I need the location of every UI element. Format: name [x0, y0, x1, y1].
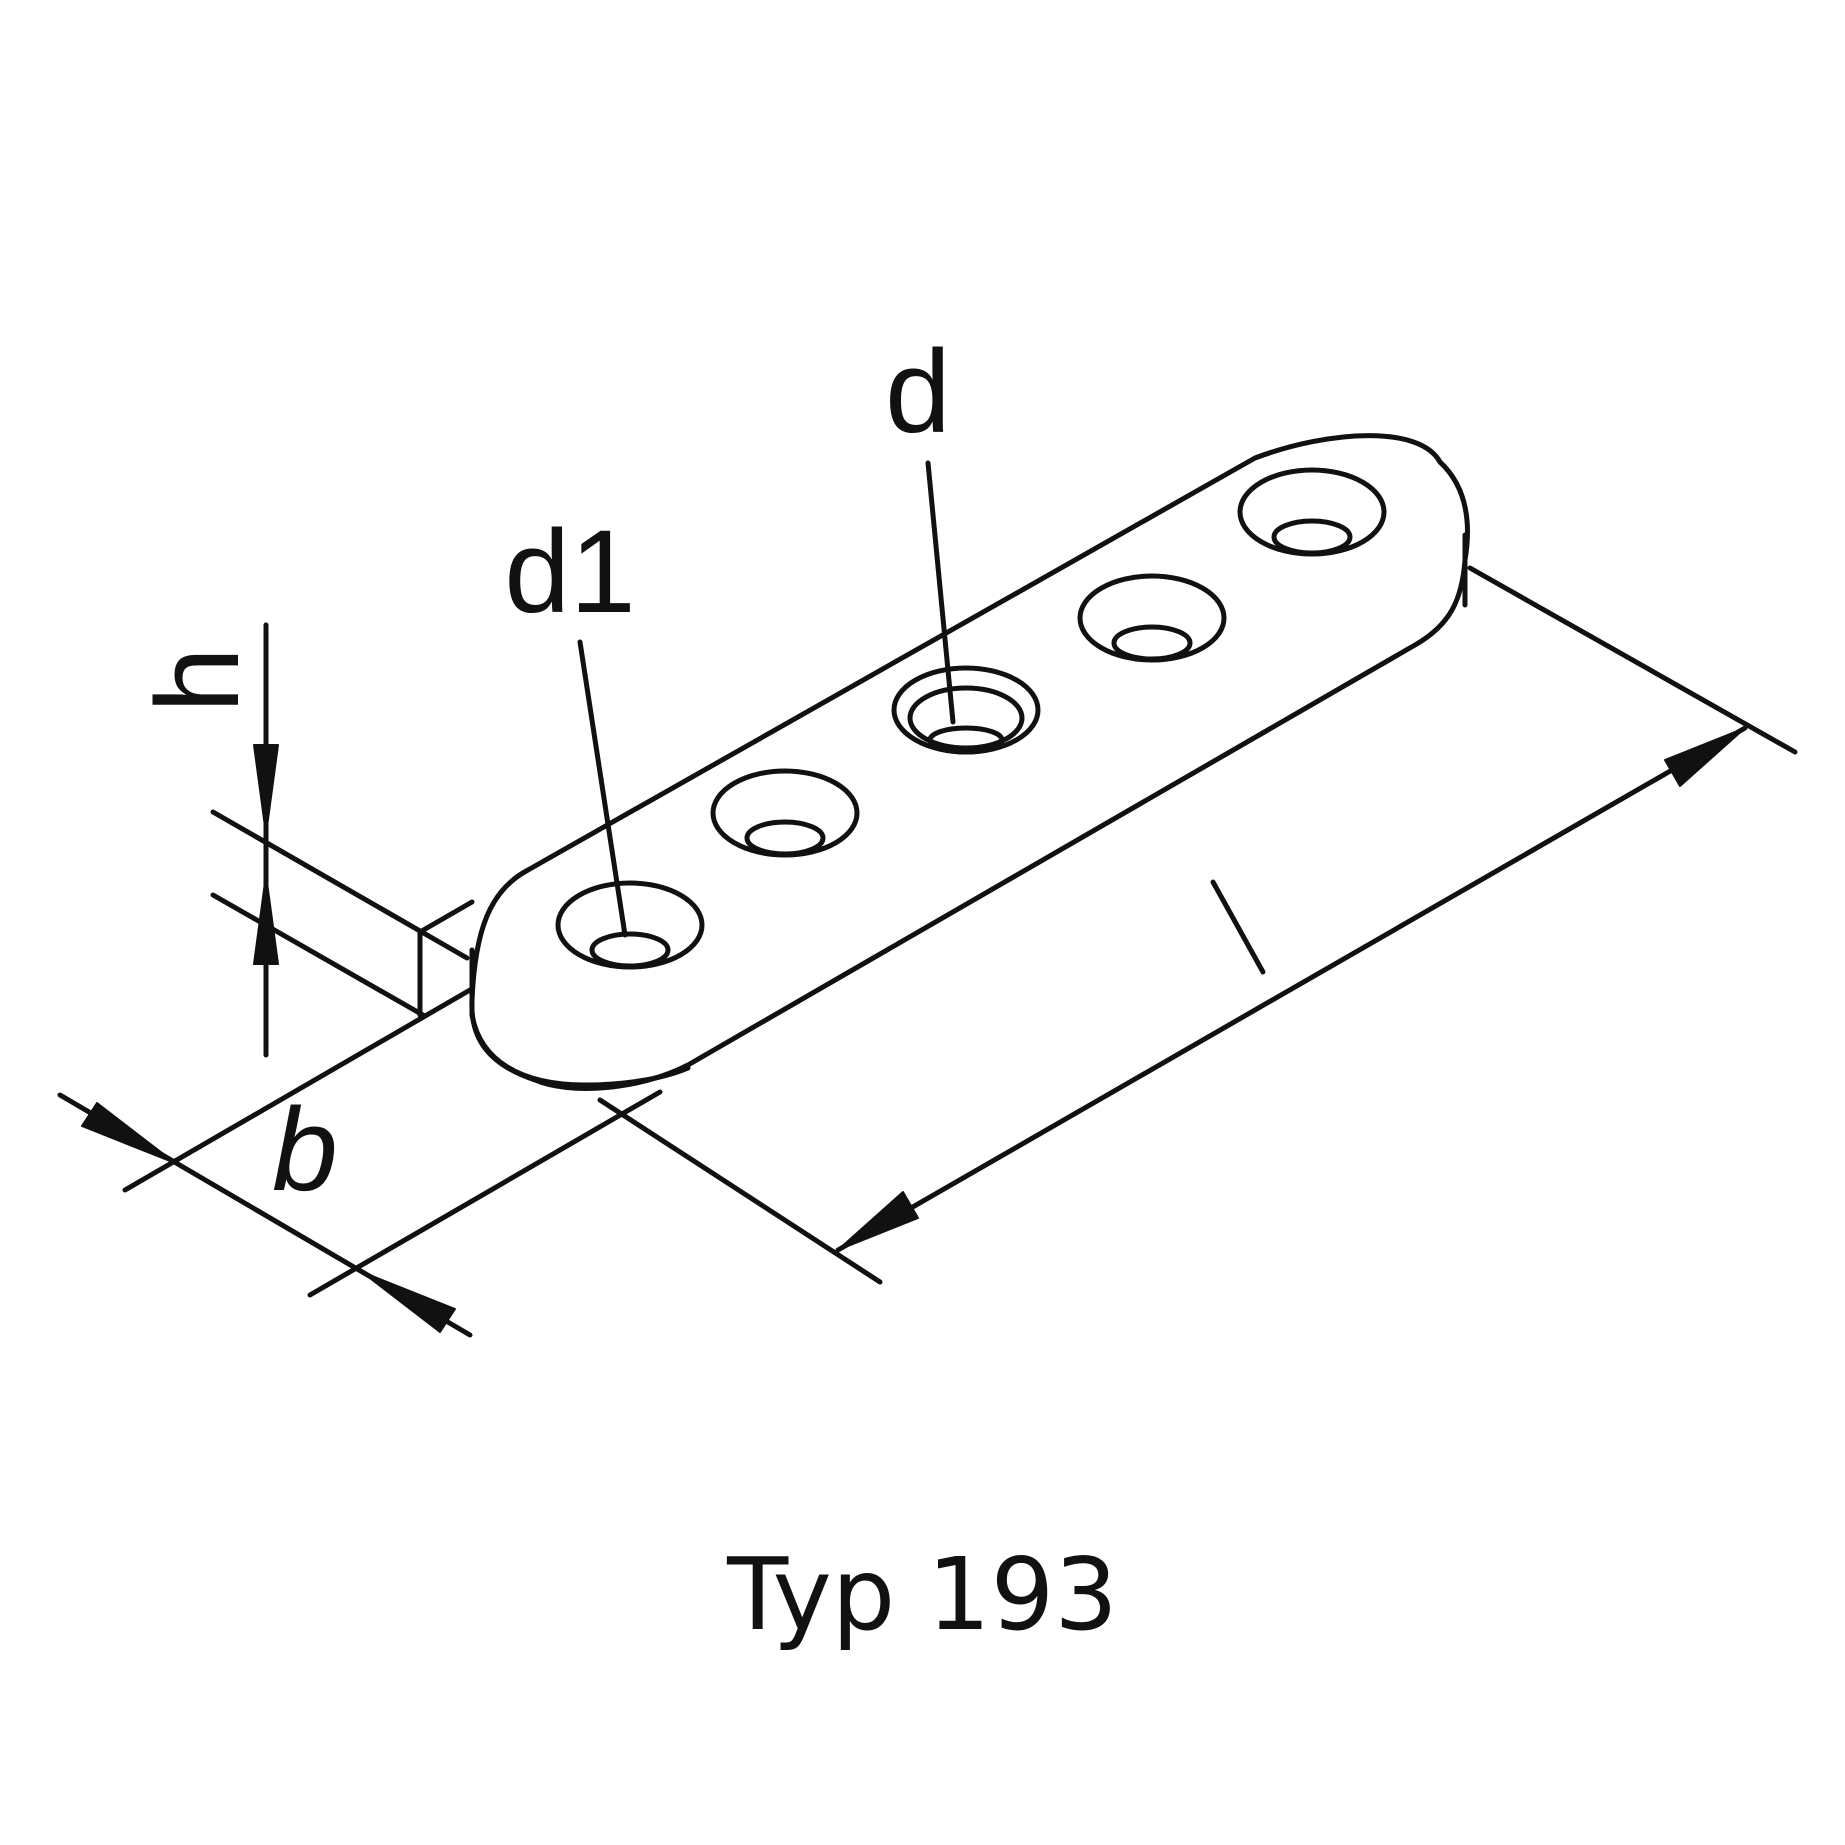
holes: [555, 467, 1387, 970]
label-l-stroke: [1210, 879, 1266, 975]
plate-bottom-outline: [469, 1012, 691, 1088]
hole-1: [555, 880, 705, 970]
label-b: b: [272, 1084, 338, 1216]
label-d1: d1: [504, 506, 635, 638]
hole-4: [1077, 573, 1227, 663]
leader-d1: d1: [504, 506, 636, 938]
label-d: d: [885, 326, 951, 458]
hole-3: [891, 665, 1041, 755]
leader-d: d: [885, 326, 956, 725]
hole-5: [1237, 467, 1387, 557]
label-h: h: [132, 647, 264, 713]
dimension-b: b: [57, 987, 663, 1338]
hole-2: [710, 768, 860, 858]
dimension-h: h: [132, 622, 475, 1058]
dimension-l: l: [597, 565, 1798, 1285]
plate: [469, 433, 1470, 1091]
caption-type: Typ 193: [727, 1536, 1118, 1653]
